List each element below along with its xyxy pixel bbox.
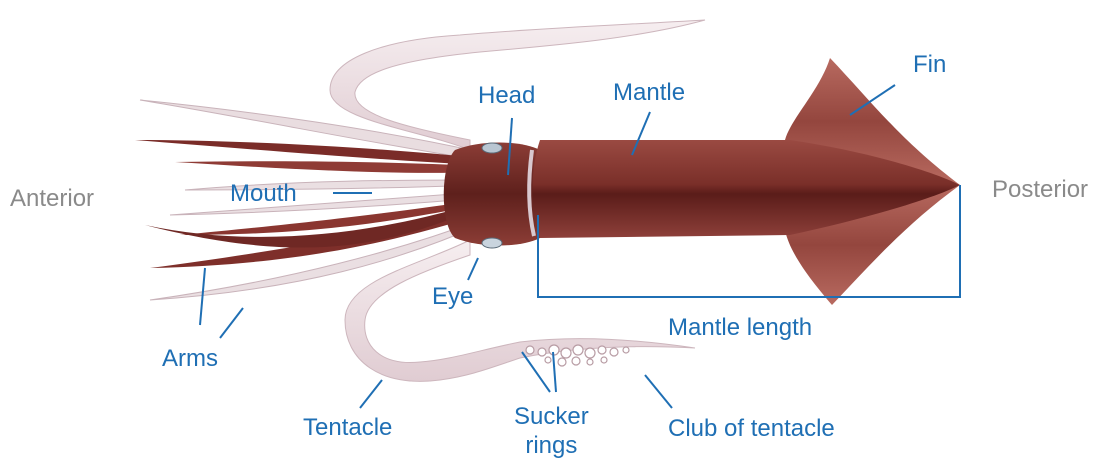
anterior-label: Anterior (10, 186, 94, 211)
head (444, 143, 540, 249)
club-suckers (526, 345, 629, 366)
arms-leader-1 (200, 268, 205, 325)
eye-label: Eye (432, 284, 473, 309)
mouth-label: Mouth (230, 181, 297, 206)
mantle-label: Mantle (613, 80, 685, 105)
sucker-rings-label: Sucker rings (514, 402, 589, 461)
lower-tentacle (345, 240, 695, 381)
arms-leader-2 (220, 308, 243, 338)
club-leader (645, 375, 672, 408)
tentacle-label: Tentacle (303, 415, 392, 440)
tentacle-leader (360, 380, 382, 408)
sucker-leader-2 (553, 352, 556, 392)
posterior-label: Posterior (992, 177, 1088, 202)
fin-label: Fin (913, 52, 946, 77)
arms-label: Arms (162, 346, 218, 371)
club-of-tentacle-label: Club of tentacle (668, 416, 835, 441)
eye-leader (468, 258, 478, 280)
mantle-length-label: Mantle length (668, 315, 812, 340)
eye (482, 238, 502, 248)
head-label: Head (478, 83, 535, 108)
